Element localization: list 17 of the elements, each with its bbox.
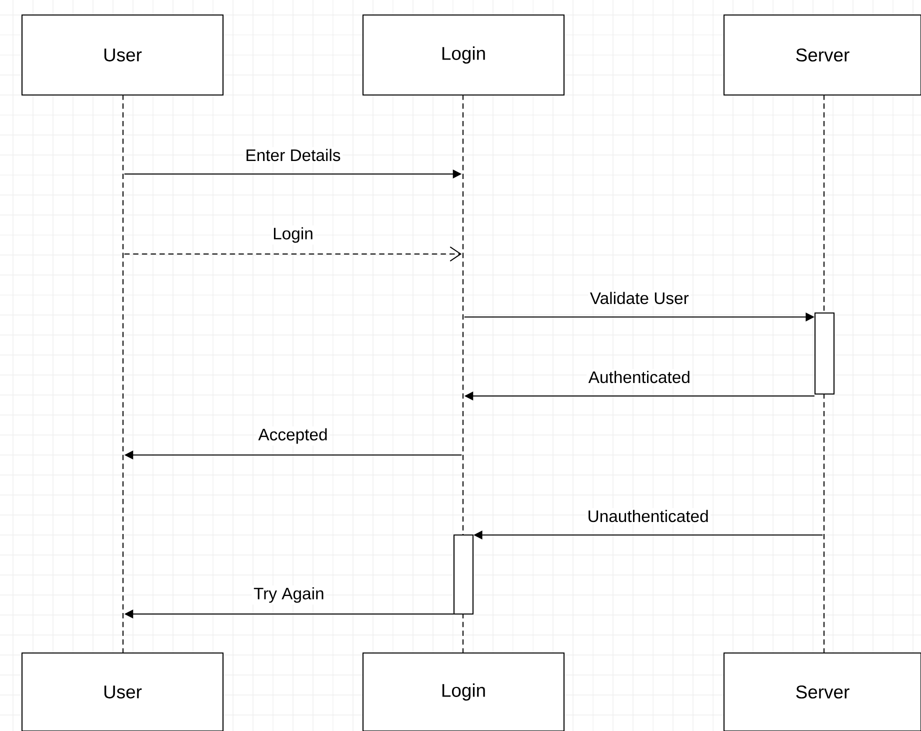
edge-label: Authenticated [586,369,692,385]
lifeline-box: Login [362,652,565,731]
lifeline [122,94,124,654]
lifeline-box: User [21,652,224,731]
lifeline-box: Server [723,652,921,731]
edge-label: Login [270,225,316,245]
lifeline-box: Server [723,14,921,96]
edge-label: Enter Details [243,147,343,163]
edge-label: Validate User [588,290,691,306]
activation-bar [453,534,474,615]
dashed-arrow [124,246,462,262]
lifeline-box: User [21,14,224,96]
edge-label: Unauthenticated [586,508,711,524]
activation-bar [814,312,835,395]
edge-label: Accepted [256,426,330,446]
lifeline-box: Login [362,14,565,96]
edge-label: Try Again [252,585,326,605]
